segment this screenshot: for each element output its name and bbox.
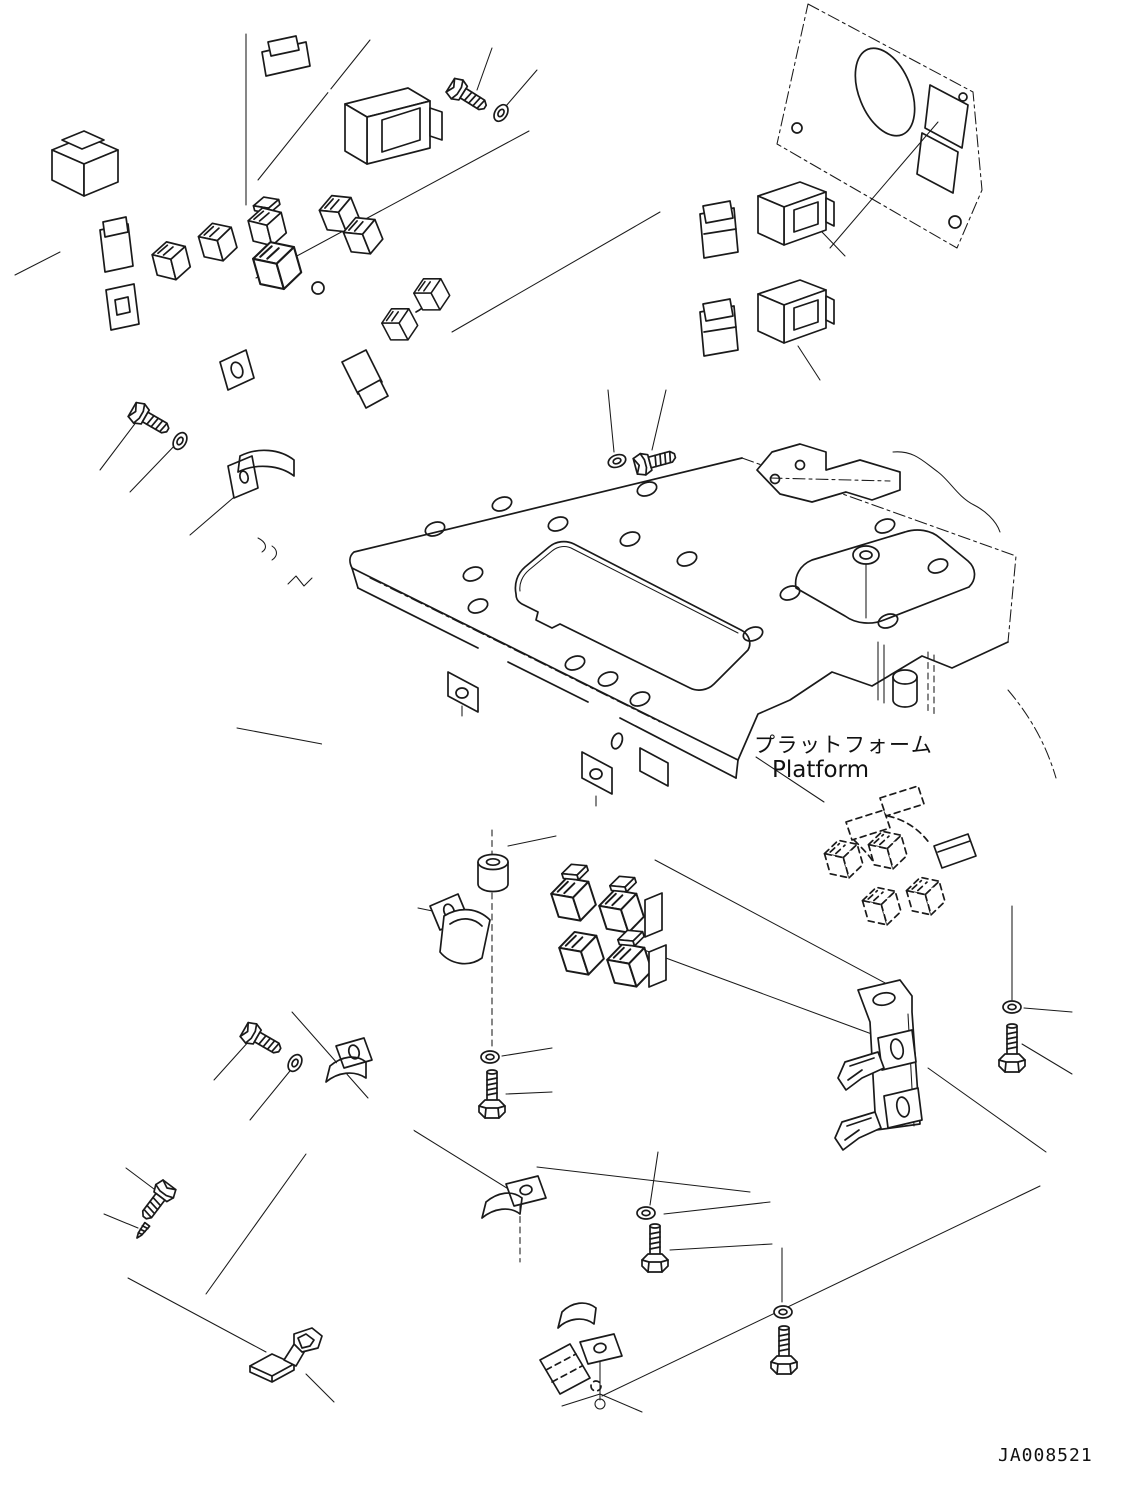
- coupler-assembly-1: [699, 181, 835, 280]
- washer: [605, 451, 629, 471]
- cluster-cable: [403, 933, 619, 1343]
- leader-lines: [14, 33, 1073, 1403]
- mounting-feet: [447, 671, 669, 807]
- bolt: [770, 1325, 798, 1375]
- washer: [480, 1050, 500, 1064]
- bolt: [443, 75, 492, 118]
- l-bracket: [249, 1327, 323, 1383]
- dash-panel-phantom: [776, 3, 983, 249]
- wire-clip: [834, 1111, 882, 1151]
- cable-clamp-1: [325, 1037, 373, 1083]
- bolt: [641, 1223, 669, 1273]
- bolt: [125, 399, 175, 441]
- bolt: [631, 444, 679, 478]
- platform-plate: [349, 443, 1057, 807]
- coupler-assembly-2: [699, 279, 835, 378]
- grommet: [477, 853, 509, 893]
- washer: [636, 1206, 656, 1220]
- platform-label-jp: プラットフォーム: [754, 733, 933, 757]
- harness-end-connector: [539, 1343, 602, 1395]
- platform-holes: [424, 481, 949, 750]
- washer: [773, 1305, 793, 1319]
- cable-clamp: [227, 449, 295, 499]
- washer: [284, 1051, 306, 1075]
- cable-clamp-2: [481, 1175, 547, 1263]
- connector: [149, 236, 194, 285]
- bolt: [998, 1023, 1026, 1073]
- washer: [169, 429, 191, 453]
- platform-label-en: Platform: [772, 757, 869, 783]
- washer: [490, 101, 512, 125]
- platform-bracket: [756, 443, 1001, 533]
- upper-harness-assembly: [51, 35, 455, 561]
- connector: [248, 235, 306, 296]
- main-cable: [287, 575, 545, 1353]
- drawing-number: JA008521: [998, 1445, 1093, 1466]
- platform-recess: [794, 529, 976, 624]
- mid-connector-cluster: [429, 829, 667, 1051]
- ghost-connector-bundle: [821, 785, 977, 931]
- connector: [555, 924, 609, 982]
- bolt: [478, 1069, 506, 1119]
- labels: プラットフォーム Platform JA008521: [754, 733, 1093, 1466]
- pin-screw: [133, 1221, 151, 1241]
- washer: [1002, 1000, 1022, 1014]
- mounting-bracket: [834, 979, 923, 1151]
- connector: [245, 202, 290, 251]
- cable-clamp-3: [557, 1302, 643, 1413]
- wire-clip: [837, 1051, 885, 1091]
- bolt: [237, 1019, 287, 1061]
- bolt: [135, 1177, 180, 1226]
- platform-right-structure: [877, 641, 1057, 779]
- clamp-terminal: [429, 893, 491, 965]
- connector: [195, 217, 241, 267]
